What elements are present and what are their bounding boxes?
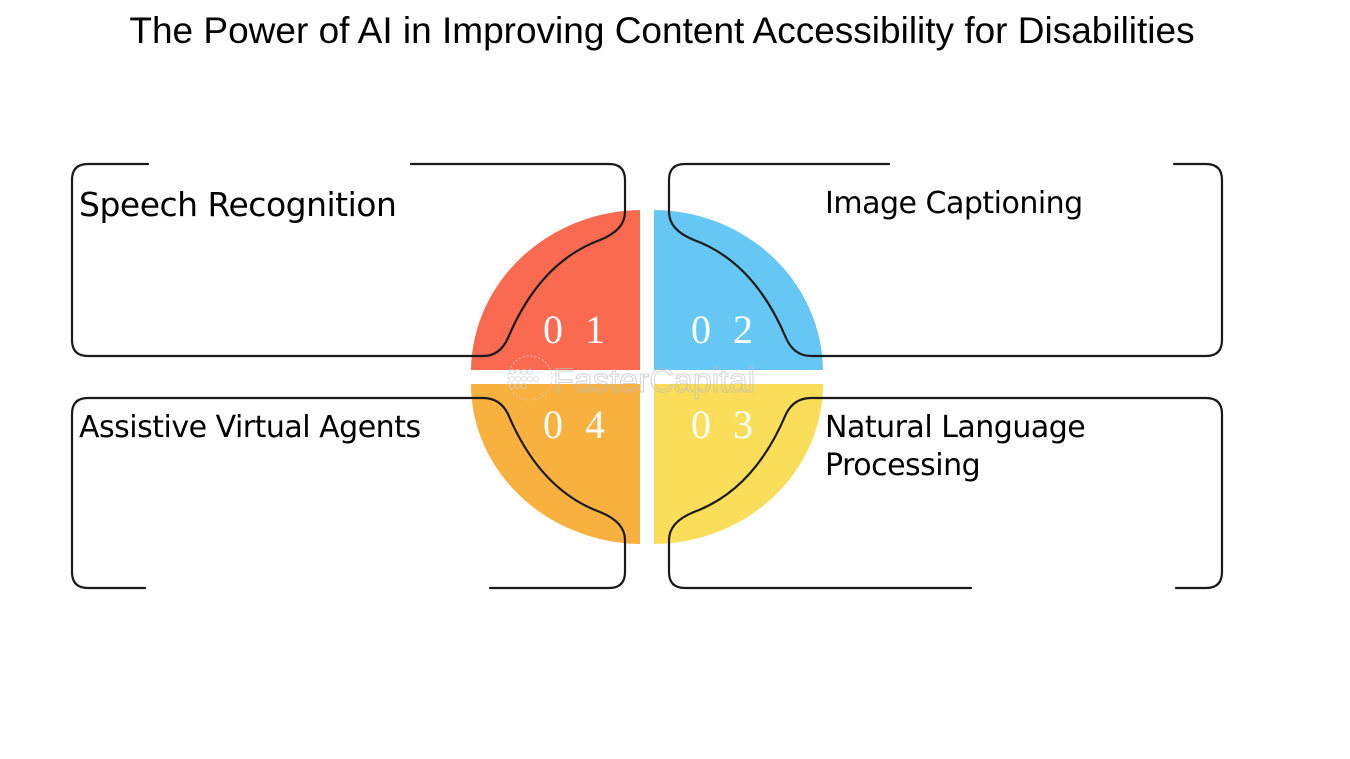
quadrant-04-number: 0 4 [543,402,611,447]
quadrant-02-segment [654,210,823,370]
quadrant-03-label: Natural Language Processing [825,409,1086,485]
box-04-outline [70,396,627,590]
quadrant-01-segment [471,210,640,370]
quadrant-01-label: Speech Recognition [79,185,397,224]
quadrant-01-number: 0 1 [543,307,611,352]
quadrant-04-label: Assistive Virtual Agents [79,410,421,445]
quadrant-02-label: Image Captioning [825,186,1083,221]
watermark-text: FasterCapital [553,362,755,400]
quadrant-03-label-line-2: Processing [825,448,981,483]
quadrant-03-number: 0 3 [691,402,759,447]
watermark: FasterCapital [507,355,756,401]
box-02-outline [667,162,1224,358]
page-title: The Power of AI in Improving Content Acc… [129,10,1195,51]
quadrant-02-number: 0 2 [691,307,759,352]
quadrant-03-label-line-1: Natural Language [825,410,1086,445]
box-01-outline [70,162,627,358]
box-03-outline [667,396,1224,590]
